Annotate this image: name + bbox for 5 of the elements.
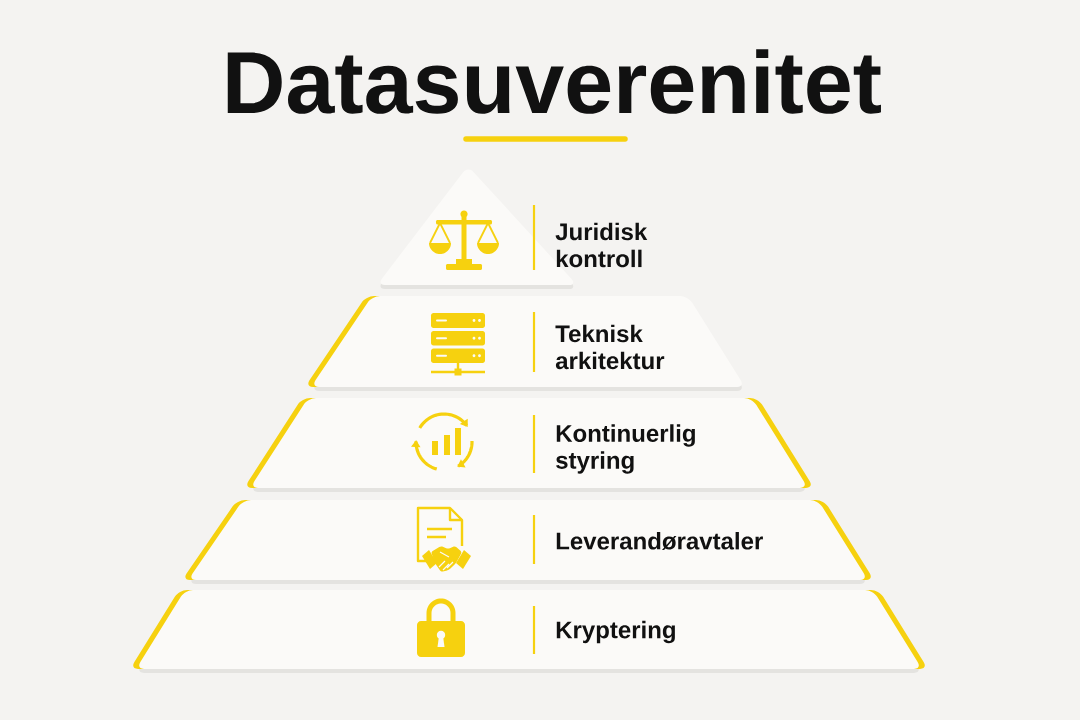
pyramid-layer: Juridisk kontroll	[380, 169, 648, 289]
pyramid-layer: Kryptering	[133, 590, 925, 673]
pyramid-layer: Teknisk arkitektur	[308, 296, 742, 391]
title: Datasuverenitet	[227, 49, 881, 114]
pyramid-layer: Kontinuerlig styring	[247, 398, 811, 492]
